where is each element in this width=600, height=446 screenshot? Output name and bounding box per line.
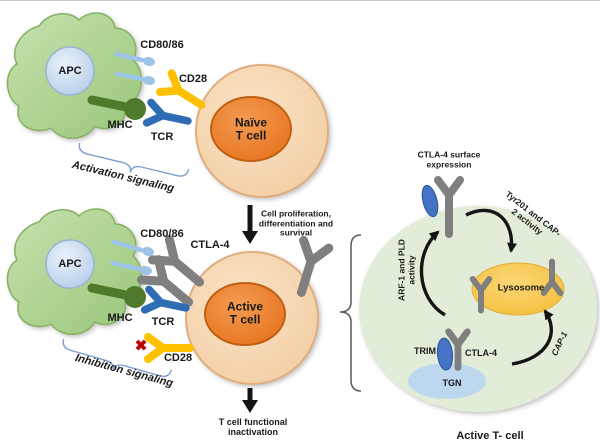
apc-label-bottom: APC <box>58 257 82 270</box>
activation-signaling-bracket <box>78 142 190 177</box>
inactivation-text: T cell functional inactivation <box>218 416 288 437</box>
proliferation-arrow-head <box>242 231 258 244</box>
mhc-molecule-head <box>124 286 146 308</box>
arf1-pld-label: ARF-1 and PLD activity <box>396 239 416 301</box>
active-tcell-label: Active T cell <box>226 299 264 327</box>
naive-tcell-label: Naïve T cell <box>234 115 268 143</box>
cd80-86-label-top: CD80/86 <box>140 38 184 51</box>
ctla4-surface-receptor-icon <box>434 176 464 238</box>
inactivation-arrow-head <box>242 400 258 413</box>
mhc-label-top: MHC <box>107 118 133 131</box>
lysosome-receptor-left-icon <box>469 276 493 314</box>
lysosome-organelle <box>471 262 565 316</box>
tcr-receptor-icon <box>142 98 192 127</box>
tcr-receptor-icon <box>140 285 190 314</box>
trim-vesicle-icon <box>421 184 439 218</box>
lysosome-label: Lysosome <box>497 282 545 294</box>
cd28-receptor-icon <box>155 69 206 109</box>
zoom-link-brace <box>339 234 362 392</box>
cd80-86-ligand-head <box>140 265 152 276</box>
tgn-organelle <box>408 363 486 399</box>
ctla4-tgn-receptor-icon <box>445 328 471 371</box>
cd80-86-ligand-stem <box>109 260 142 272</box>
trim-protein-icon <box>436 337 454 371</box>
cd80-86-ligand-head <box>143 75 155 86</box>
cd28-label-top: CD28 <box>178 72 208 85</box>
ctla4-free-receptor-icon <box>296 235 334 297</box>
trim-label: TRIM <box>414 345 436 356</box>
tgn-label: TGN <box>442 377 462 388</box>
cd28-label-bottom: CD28 <box>163 351 193 364</box>
naive-tcell-nucleus <box>210 96 292 162</box>
apc-nucleus-bottom <box>45 239 95 289</box>
apc-nucleus-top <box>45 46 95 96</box>
apc-label-top: APC <box>58 64 82 77</box>
cd80-86-ligand-head <box>143 56 155 67</box>
cd80-86-ligand-stem <box>114 71 145 82</box>
ctla4-label-bottom: CTLA-4 <box>190 238 230 251</box>
cd80-86-ligand-head <box>142 246 154 257</box>
proliferation-text: Cell proliferation, differentiation and … <box>258 208 334 238</box>
mhc-molecule-rod <box>87 95 131 112</box>
mhc-molecule-rod <box>87 283 131 300</box>
tyr201-cap2-arrow <box>465 208 518 253</box>
cd80-86-label-bottom: CD80/86 <box>140 227 184 240</box>
mhc-molecule-head <box>124 98 146 120</box>
tcr-label-top: TCR <box>150 130 174 143</box>
cd80-86-ligand-stem <box>113 51 145 63</box>
cap1-arrow <box>511 309 554 366</box>
blocked-x-icon: ✖ <box>134 337 148 355</box>
ctla4-surface-expression-label: CTLA-4 surface expression <box>417 149 481 169</box>
lysosome-receptor-right-icon <box>540 258 564 296</box>
cd28-receptor-blocked-icon <box>144 333 194 363</box>
tcr-label-bottom: TCR <box>151 315 175 328</box>
active-tcell-caption: Active T- cell <box>456 429 524 442</box>
active-tcell-nucleus <box>204 282 286 346</box>
ctla4-tgn-label: CTLA-4 <box>465 347 497 358</box>
arf1-pld-arrow <box>419 230 446 317</box>
ctla4-receptor-icon <box>136 255 194 307</box>
cd80-86-ligand-stem <box>111 239 144 253</box>
mhc-label-bottom: MHC <box>107 311 133 324</box>
